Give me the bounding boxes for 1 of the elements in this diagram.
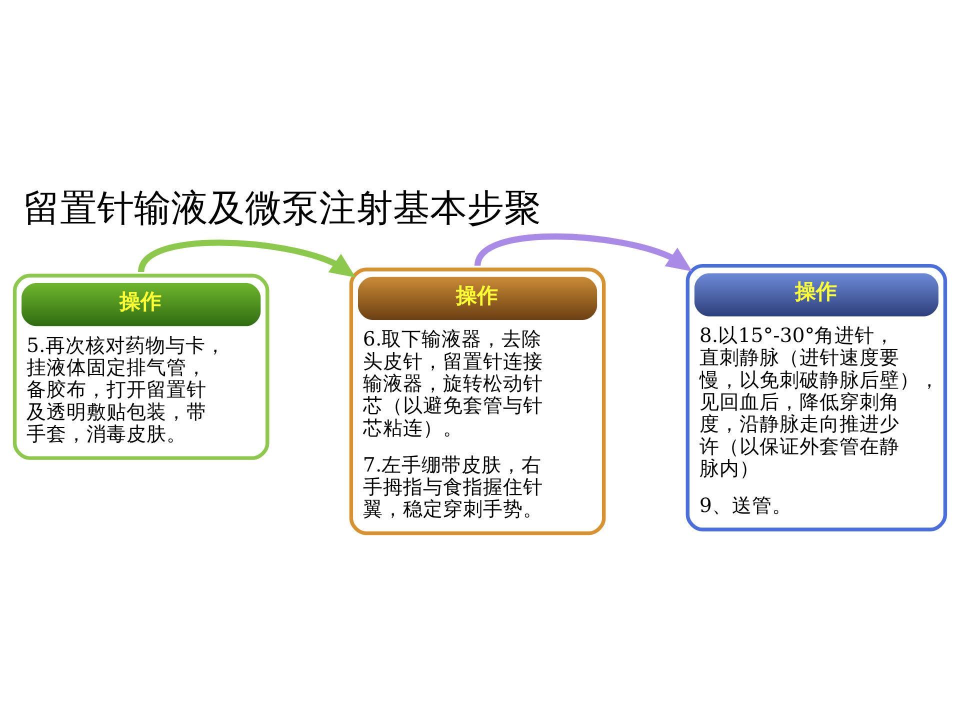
diagram-title: 留置针输液及微泵注射基本步聚: [23, 186, 542, 229]
